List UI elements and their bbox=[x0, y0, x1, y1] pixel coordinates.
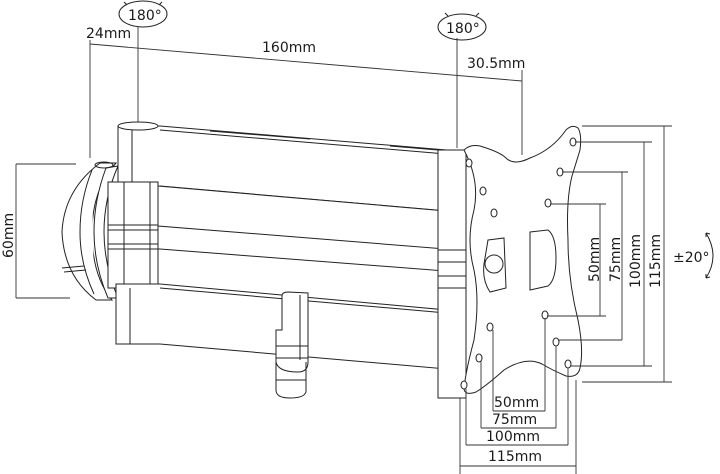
wall-plate bbox=[61, 161, 119, 301]
vesa-horizontal-dimensions: 50mm 75mm 100mm 115mm bbox=[459, 318, 577, 474]
vesa-v-75-label: 75mm bbox=[608, 237, 624, 282]
vesa-v-50-label: 50mm bbox=[587, 237, 603, 282]
vesa-h-50-label: 50mm bbox=[494, 395, 539, 411]
head-rotation-label: 180° bbox=[446, 21, 480, 37]
wall-plate-dimension: 60mm bbox=[1, 163, 76, 299]
vesa-h-100-label: 100mm bbox=[486, 429, 540, 445]
head-offset-label: 30.5mm bbox=[467, 56, 525, 72]
wall-rotation-label: 180° bbox=[128, 8, 162, 24]
wall-offset-label: 24mm bbox=[86, 26, 131, 42]
vesa-v-115-label: 115mm bbox=[648, 234, 664, 288]
vesa-h-115-label: 115mm bbox=[488, 449, 542, 465]
top-dimension-lines bbox=[89, 27, 523, 158]
head-hinge bbox=[437, 149, 467, 399]
head-rotation-indicator: 180° bbox=[437, 12, 487, 41]
wall-rotation-indicator: 180° bbox=[118, 0, 168, 28]
wall-plate-height-label: 60mm bbox=[1, 213, 17, 258]
vesa-v-100-label: 100mm bbox=[628, 234, 644, 288]
cable-clip bbox=[275, 291, 309, 399]
tilt-indicator: ±20° bbox=[673, 232, 714, 279]
vesa-vertical-dimensions: 50mm 75mm 100mm 115mm bbox=[547, 125, 672, 383]
arm-length-label: 160mm bbox=[262, 40, 316, 56]
tilt-label: ±20° bbox=[673, 250, 710, 266]
wall-hinge bbox=[107, 181, 159, 289]
vesa-h-75-label: 75mm bbox=[492, 412, 537, 428]
vesa-plate bbox=[460, 125, 583, 394]
